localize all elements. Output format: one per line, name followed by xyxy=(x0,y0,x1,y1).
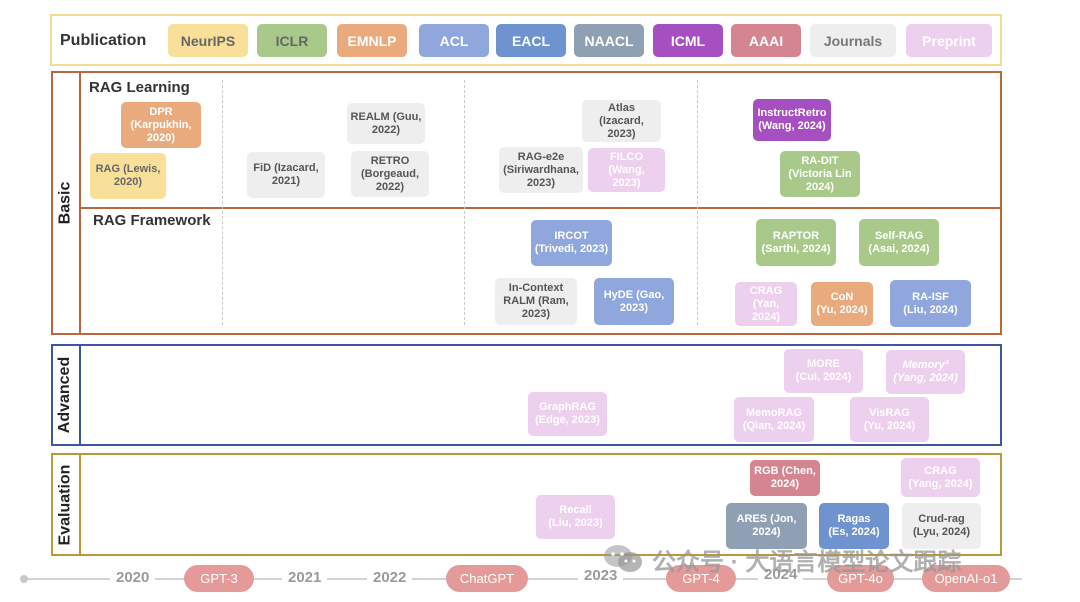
paper-ares: ARES (Jon, 2024) xyxy=(726,503,807,549)
paper-self-rag: Self-RAG (Asai, 2024) xyxy=(859,219,939,266)
advanced-label-divider xyxy=(79,344,81,446)
year-2020: 2020 xyxy=(110,569,156,586)
paper-graphrag: GraphRAG (Edge, 2023) xyxy=(528,392,607,436)
year-2024: 2024 xyxy=(758,566,804,583)
paper-rag: RAG (Lewis, 2020) xyxy=(90,153,166,199)
wechat-icon xyxy=(603,543,645,575)
legend-preprint: Preprint xyxy=(906,24,992,57)
paper-more: MORE (Cui, 2024) xyxy=(784,349,863,393)
legend-title: Publication xyxy=(60,32,147,49)
legend-icml: ICML xyxy=(653,24,723,57)
paper-ragas: Ragas (Es, 2024) xyxy=(819,503,889,549)
year-2021: 2021 xyxy=(282,569,328,586)
paper-realm: REALM (Guu, 2022) xyxy=(347,103,425,144)
year-divider-2021 xyxy=(222,80,223,325)
paper-crag-yang: CRAG (Yang, 2024) xyxy=(901,458,980,497)
paper-visrag: VisRAG (Yu, 2024) xyxy=(850,397,929,442)
paper-retro: RETRO (Borgeaud, 2022) xyxy=(351,151,429,197)
paper-recall: Recall (Liu, 2023) xyxy=(536,495,615,539)
year-divider-2024 xyxy=(697,80,698,325)
paper-dpr: DPR (Karpukhin, 2020) xyxy=(121,102,201,148)
legend-journals: Journals xyxy=(810,24,896,57)
milestone-gpt-4o: GPT-4o xyxy=(827,565,894,592)
milestone-gpt-4: GPT-4 xyxy=(666,565,736,592)
evaluation-label-divider xyxy=(79,453,81,556)
paper-ircot: IRCOT (Trivedi, 2023) xyxy=(531,220,612,266)
basic-label-divider xyxy=(79,71,81,335)
paper-con: CoN (Yu, 2024) xyxy=(811,282,873,326)
legend-acl: ACL xyxy=(419,24,489,57)
milestone-openai-o1: OpenAI-o1 xyxy=(922,565,1010,592)
paper-ra-dit: RA-DIT (Victoria Lin 2024) xyxy=(780,151,860,197)
advanced-section xyxy=(51,344,1002,446)
paper-rgb: RGB (Chen, 2024) xyxy=(750,460,820,496)
legend-aaai: AAAI xyxy=(731,24,801,57)
rag-learning-title: RAG Learning xyxy=(89,79,190,96)
paper-ra-isf: RA-ISF (Liu, 2024) xyxy=(890,280,971,327)
paper-memory3: Memory³ (Yang, 2024) xyxy=(886,350,965,394)
timeline-start-dot xyxy=(20,575,28,583)
milestone-chatgpt: ChatGPT xyxy=(446,565,528,592)
paper-instructretro: InstructRetro (Wang, 2024) xyxy=(753,99,831,141)
legend-naacl: NAACL xyxy=(574,24,644,57)
paper-crud-rag: Crud-rag (Lyu, 2024) xyxy=(902,503,981,549)
paper-crag-yan: CRAG (Yan, 2024) xyxy=(735,282,797,326)
legend-eacl: EACL xyxy=(496,24,566,57)
paper-fid: FiD (Izacard, 2021) xyxy=(247,152,325,198)
rag-framework-title: RAG Framework xyxy=(93,212,211,229)
paper-raptor: RAPTOR (Sarthi, 2024) xyxy=(756,219,836,266)
legend-emnlp: EMNLP xyxy=(337,24,407,57)
watermark-text: 公众号 · 大语言模型论文跟踪 xyxy=(652,549,962,576)
year-2022: 2022 xyxy=(367,569,413,586)
paper-filco: FILCO (Wang, 2023) xyxy=(588,148,665,192)
legend-iclr: ICLR xyxy=(257,24,327,57)
paper-atlas: Atlas (Izacard, 2023) xyxy=(582,100,661,142)
evaluation-section-label: Evaluation xyxy=(56,464,73,545)
basic-section xyxy=(51,71,1002,335)
basic-subsection-divider xyxy=(79,207,1002,209)
year-2023: 2023 xyxy=(578,567,624,584)
paper-memorag: MemoRAG (Qian, 2024) xyxy=(734,397,814,442)
paper-hyde: HyDE (Gao, 2023) xyxy=(594,278,674,325)
basic-section-label: Basic xyxy=(56,181,74,225)
evaluation-section xyxy=(51,453,1002,556)
milestone-gpt-3: GPT-3 xyxy=(184,565,254,592)
legend-neurips: NeurIPS xyxy=(168,24,248,57)
advanced-section-label: Advanced xyxy=(56,356,73,434)
paper-in-context-ralm: In-Context RALM (Ram, 2023) xyxy=(495,278,577,325)
year-divider-2023 xyxy=(464,80,465,325)
paper-rag-e2e: RAG-e2e (Siriwardhana, 2023) xyxy=(499,147,583,193)
